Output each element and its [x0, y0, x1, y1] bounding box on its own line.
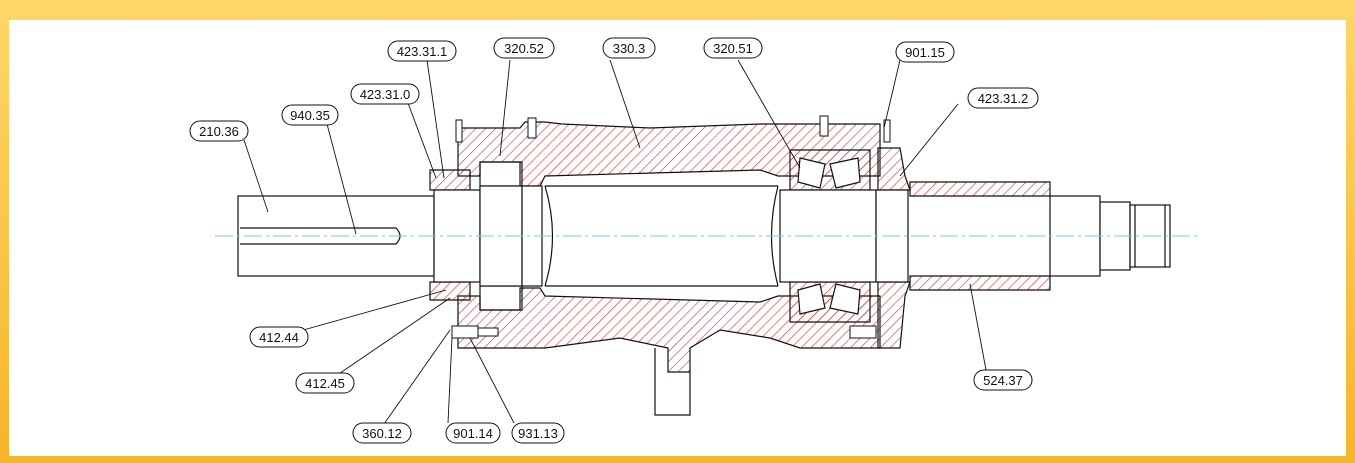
label-320-52: 320.52 — [493, 37, 555, 59]
leader-lines — [243, 59, 987, 425]
housing-section — [429, 121, 1051, 416]
label-901-15: 901.15 — [895, 41, 955, 63]
svg-text:423.31.2: 423.31.2 — [978, 91, 1029, 106]
svg-text:940.35: 940.35 — [290, 108, 330, 123]
label-412-44: 412.44 — [249, 326, 309, 348]
svg-text:524.37: 524.37 — [983, 373, 1023, 388]
label-320-51: 320.51 — [703, 37, 763, 59]
svg-text:360.12: 360.12 — [362, 426, 402, 441]
svg-text:931.13: 931.13 — [518, 426, 558, 441]
svg-text:320.52: 320.52 — [504, 41, 544, 56]
svg-text:412.45: 412.45 — [305, 376, 345, 391]
svg-text:423.31.0: 423.31.0 — [360, 87, 411, 102]
label-901-14: 901.14 — [445, 422, 501, 444]
label-210-36: 210.36 — [189, 120, 249, 142]
svg-text:330.3: 330.3 — [613, 41, 646, 56]
label-330-3: 330.3 — [602, 37, 656, 59]
label-423-31-2: 423.31.2 — [967, 87, 1039, 109]
label-412-45: 412.45 — [295, 372, 355, 394]
svg-text:412.44: 412.44 — [259, 330, 299, 345]
svg-text:423.31.1: 423.31.1 — [397, 44, 448, 59]
label-940-35: 940.35 — [281, 104, 339, 126]
svg-text:210.36: 210.36 — [199, 124, 239, 139]
label-423-31-1: 423.31.1 — [387, 40, 457, 62]
label-524-37: 524.37 — [973, 369, 1033, 391]
label-931-13: 931.13 — [511, 422, 565, 444]
label-360-12: 360.12 — [352, 422, 412, 444]
svg-text:901.15: 901.15 — [905, 45, 945, 60]
svg-text:320.51: 320.51 — [713, 41, 753, 56]
label-423-31-0: 423.31.0 — [350, 83, 420, 105]
bolts — [451, 115, 891, 339]
svg-text:901.14: 901.14 — [453, 426, 493, 441]
